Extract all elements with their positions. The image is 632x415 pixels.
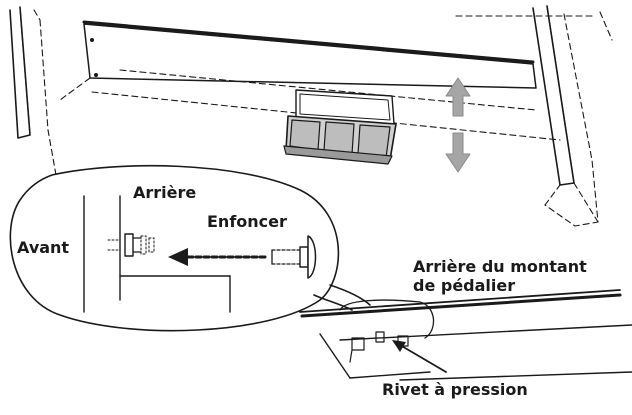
up-down-arrow-icon: [445, 77, 471, 173]
label-push: Enfoncer: [207, 212, 287, 231]
label-pedal-post-rear-line1: Arrière du montant: [413, 257, 587, 276]
left-side-panel: [9, 6, 57, 176]
detail-bubble: [9, 164, 371, 332]
pedal-post-rear-rail: [299, 289, 632, 381]
right-side-panel: [455, 5, 613, 227]
snap-rivet-part: [271, 235, 317, 279]
label-snap-rivet: Rivet à pression: [382, 380, 528, 399]
label-front: Avant: [17, 238, 70, 257]
label-rear: Arrière: [133, 183, 197, 202]
leader-arrow-icon: [392, 340, 447, 373]
label-pedal-post-rear: Arrière du montant de pédalier: [413, 257, 587, 295]
pedal-unit: [283, 89, 397, 165]
push-direction-arrow-icon: [168, 248, 267, 266]
label-pedal-post-rear-line2: de pédalier: [413, 276, 516, 295]
